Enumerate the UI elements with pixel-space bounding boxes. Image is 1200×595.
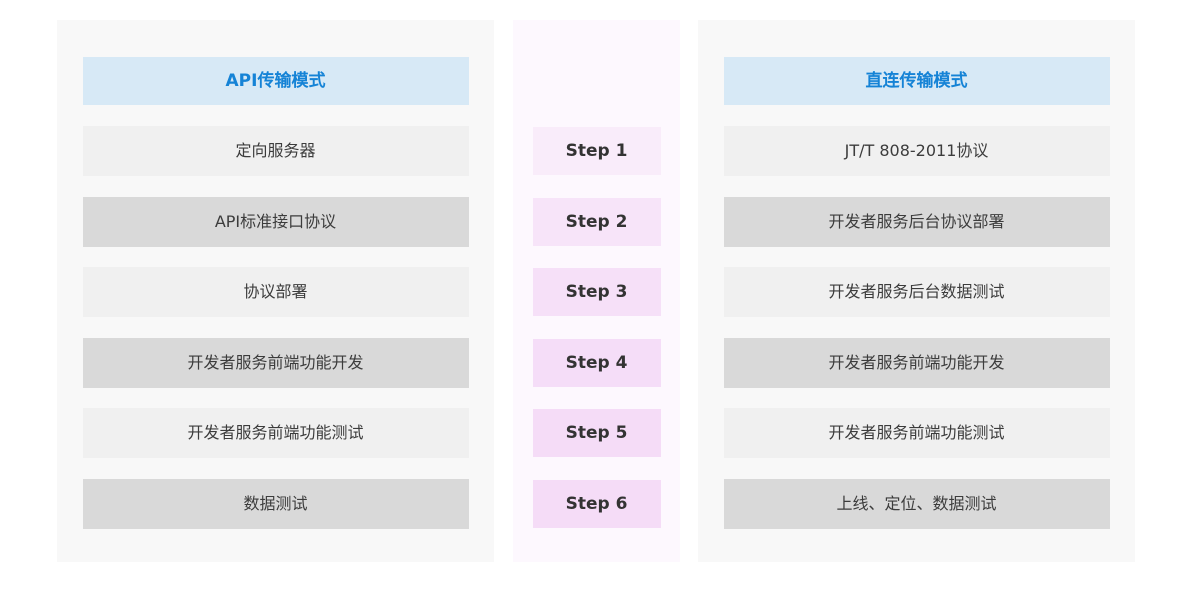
direct-mode-row: 开发者服务后台协议部署: [723, 196, 1110, 247]
api-mode-panel: API传输模式 定向服务器 API标准接口协议 协议部署 开发者服务前端功能开发…: [57, 20, 494, 562]
step-box: Step 2: [532, 197, 661, 246]
api-mode-row: 数据测试: [82, 478, 469, 529]
direct-mode-row: 开发者服务前端功能开发: [723, 337, 1110, 388]
step-box: Step 5: [532, 409, 661, 457]
step-box: Step 1: [532, 127, 661, 175]
api-mode-row: 定向服务器: [82, 126, 469, 176]
api-mode-row: 开发者服务前端功能测试: [82, 408, 469, 458]
steps-panel: Step 1 Step 2 Step 3 Step 4 Step 5 Step …: [513, 20, 680, 562]
step-box: Step 3: [532, 268, 661, 316]
api-mode-title: API传输模式: [82, 57, 469, 105]
step-box: Step 6: [532, 479, 661, 528]
direct-mode-row: JT/T 808-2011协议: [723, 126, 1110, 176]
direct-mode-panel: 直连传输模式 JT/T 808-2011协议 开发者服务后台协议部署 开发者服务…: [698, 20, 1135, 562]
api-mode-row: 开发者服务前端功能开发: [82, 337, 469, 388]
direct-mode-title: 直连传输模式: [723, 57, 1110, 105]
api-mode-row: API标准接口协议: [82, 196, 469, 247]
step-box: Step 4: [532, 338, 661, 387]
direct-mode-row: 上线、定位、数据测试: [723, 478, 1110, 529]
api-mode-row: 协议部署: [82, 267, 469, 317]
direct-mode-row: 开发者服务后台数据测试: [723, 267, 1110, 317]
direct-mode-row: 开发者服务前端功能测试: [723, 408, 1110, 458]
